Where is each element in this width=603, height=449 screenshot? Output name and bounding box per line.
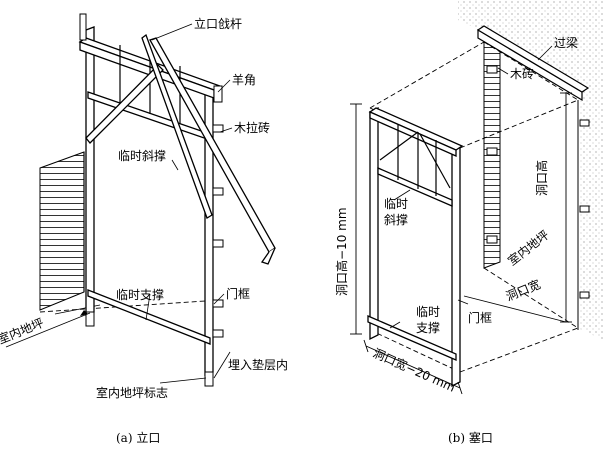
label-li-kou-qiang-gan: 立口戗杆: [194, 16, 242, 31]
dim-opening-width-minus: [363, 339, 463, 395]
panel-a-diagram: 立口戗杆 羊角 木拉砖 临时斜撑 临时支撑 门框 埋入垫层内 室内地坪标志 室内…: [0, 13, 288, 445]
leaders-b: [389, 45, 553, 329]
label-mu-zhuan: 木砖: [510, 66, 534, 81]
label-lin-shi-zhi-cheng-a: 临时支撑: [116, 287, 164, 302]
lintel-b: [476, 25, 590, 102]
dim-opening-height-minus: [350, 103, 362, 335]
plaster-wall-b: [458, 0, 603, 340]
dim-opening-height: [560, 92, 572, 323]
label-shi-nei-di-ping-b: 室内地坪: [505, 227, 552, 268]
label-dong-kou-kuan: 洞口宽: [504, 276, 543, 303]
brick-wall-a: [39, 151, 85, 311]
label-yang-jiao: 羊角: [232, 72, 256, 87]
label-shi-nei-di-ping-biao-zhi: 室内地坪标志: [96, 385, 168, 400]
label-mu-la-zhuan: 木拉砖: [234, 120, 270, 135]
label-lin-shi-zhi-cheng-b-1: 临时: [416, 305, 440, 319]
panel-b-diagram: 过梁 木砖 洞口高 室内地坪 洞口宽 临时 斜撑 临时 支撑 门框 洞口高−10…: [334, 0, 603, 445]
label-men-kuang-a: 门框: [226, 286, 250, 301]
caption-panel-b: (b) 塞口: [448, 430, 493, 445]
label-men-kuang-b: 门框: [468, 310, 492, 325]
label-dong-kou-gao-minus: 洞口高−10 mm: [334, 207, 349, 296]
label-lin-shi-xie-cheng-a: 临时斜撑: [118, 148, 166, 163]
caption-panel-a: (a) 立口: [116, 430, 160, 445]
door-frame-b: [367, 106, 464, 388]
label-dong-kou-gao: 洞口高: [534, 160, 549, 196]
temporary-braces-a: [85, 33, 276, 265]
leaders-a: [5, 23, 233, 384]
dim-opening-width: [463, 295, 567, 323]
label-lin-shi-zhi-cheng-b-2: 支撑: [416, 320, 440, 335]
label-guo-liang: 过梁: [554, 35, 578, 50]
label-lin-shi-xie-cheng-b-2: 斜撑: [384, 212, 408, 227]
label-shi-nei-di-ping-a: 室内地坪: [0, 315, 46, 347]
label-mai-ru-dian-ceng-nei: 埋入垫层内: [228, 357, 288, 372]
label-lin-shi-xie-cheng-b-1: 临时: [384, 197, 408, 211]
